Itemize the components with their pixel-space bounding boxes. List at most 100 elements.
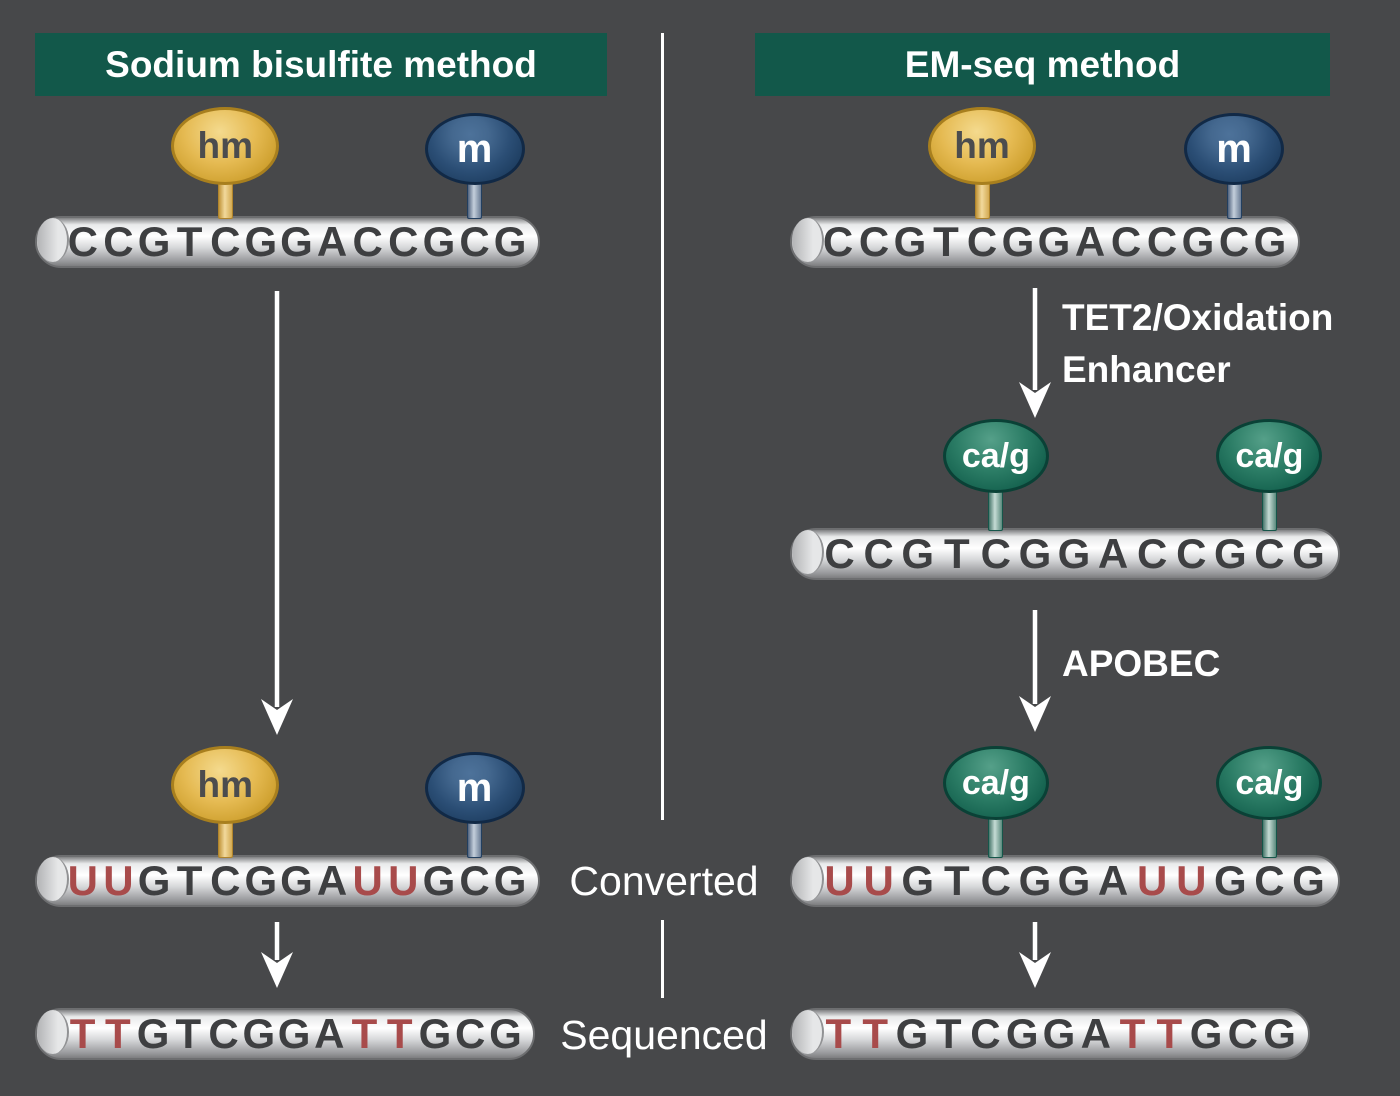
mark-stalk bbox=[1261, 487, 1277, 531]
mark-bulb: m bbox=[1184, 113, 1284, 185]
dna-letter: G bbox=[136, 1010, 170, 1057]
dna-letter: G bbox=[1189, 1010, 1223, 1057]
dna-letter: G bbox=[1213, 857, 1247, 904]
dna-strand-rod bbox=[790, 216, 1300, 268]
dna-letter: G bbox=[280, 218, 313, 265]
mark-bulb: ca/g bbox=[1216, 419, 1323, 493]
dna-letter: G bbox=[1292, 530, 1325, 577]
dna-letter: C bbox=[970, 1010, 1001, 1057]
dna-strand-end-cap bbox=[792, 857, 824, 901]
dna-letter: G bbox=[1018, 857, 1052, 904]
dna-letter: C bbox=[388, 218, 419, 265]
dna-letter: G bbox=[137, 218, 171, 265]
mark-bulb: m bbox=[424, 113, 525, 185]
dna-letter: U bbox=[388, 857, 419, 904]
mark-stalk bbox=[988, 814, 1004, 858]
dna-letter: G bbox=[242, 1010, 276, 1057]
dna-letter: A bbox=[1080, 1010, 1111, 1057]
dna-strand-rod bbox=[35, 1008, 535, 1060]
dna-letter: G bbox=[1042, 1010, 1076, 1057]
mark-bulb: ca/g bbox=[942, 746, 1049, 820]
mark-bulb: m bbox=[424, 752, 525, 824]
dna-strand-end-cap bbox=[37, 1010, 69, 1054]
dna-letter: U bbox=[863, 857, 894, 904]
dna-letter: G bbox=[422, 218, 456, 265]
dna-strand-rod bbox=[35, 855, 540, 907]
dna-letter: C bbox=[208, 1010, 239, 1057]
dna-strand-end-cap bbox=[792, 530, 824, 574]
emseq-sequencing-arrow bbox=[1019, 922, 1051, 988]
hm-mark-balloon: hm bbox=[928, 107, 1036, 219]
tet2-oxidation-label-line2: Enhancer bbox=[1062, 349, 1231, 390]
apobec-label: APOBEC bbox=[1062, 643, 1221, 684]
dna-letter: T bbox=[351, 1010, 378, 1057]
mark-label: ca/g bbox=[1235, 763, 1304, 802]
dna-letter: G bbox=[893, 218, 927, 265]
dna-letter: C bbox=[1254, 857, 1285, 904]
dna-letter: C bbox=[459, 218, 490, 265]
dna-letter: T bbox=[1119, 1010, 1146, 1057]
mark-stalk bbox=[467, 179, 483, 219]
mark-label: ca/g bbox=[1235, 436, 1304, 475]
dna-strand-rod bbox=[35, 216, 540, 268]
m-mark-balloon: m bbox=[424, 113, 525, 219]
mark-label: ca/g bbox=[961, 763, 1030, 802]
dna-letter: T bbox=[69, 1010, 96, 1057]
mark-stalk bbox=[217, 818, 233, 858]
dna-letter: G bbox=[895, 1010, 929, 1057]
hm-mark-balloon: hm bbox=[171, 746, 280, 858]
dna-letter: T bbox=[386, 1010, 413, 1057]
converted-row-label: Converted bbox=[569, 858, 759, 904]
mark-stalk bbox=[988, 487, 1004, 531]
dna-letter: G bbox=[277, 1010, 311, 1057]
dna-letter: G bbox=[137, 857, 171, 904]
dna-letter: G bbox=[1263, 1010, 1296, 1057]
dna-letter: C bbox=[863, 530, 894, 577]
dna-letter: C bbox=[459, 857, 490, 904]
dna-letter: U bbox=[824, 857, 855, 904]
dna-letter: G bbox=[1018, 530, 1052, 577]
dna-strand-end-cap bbox=[792, 1010, 824, 1054]
dna-letter: A bbox=[1074, 218, 1106, 265]
left-panel-title: Sodium bisulfite method bbox=[105, 43, 537, 85]
dna-letter: G bbox=[493, 857, 527, 904]
dna-letter: T bbox=[943, 530, 970, 577]
tet2-oxidation-arrow bbox=[1019, 288, 1051, 418]
dna-letter: G bbox=[1001, 218, 1035, 265]
dna-strand-end-cap bbox=[37, 857, 69, 901]
dna-letter: U bbox=[1136, 857, 1168, 904]
dna-letter: G bbox=[1292, 857, 1325, 904]
mark-stalk bbox=[217, 179, 233, 219]
dna-letter: G bbox=[1057, 530, 1091, 577]
dna-letter: G bbox=[489, 1010, 522, 1057]
cag-mark-balloon: ca/g bbox=[942, 419, 1049, 531]
dna-letter: G bbox=[1037, 218, 1071, 265]
dna-letter: G bbox=[1005, 1010, 1039, 1057]
cag-mark-balloon: ca/g bbox=[1216, 419, 1323, 531]
dna-letter: C bbox=[1254, 530, 1285, 577]
dna-letter: G bbox=[1181, 218, 1215, 265]
mark-bulb: ca/g bbox=[1216, 746, 1323, 820]
dna-letter: U bbox=[1176, 857, 1207, 904]
dna-letter: G bbox=[901, 857, 935, 904]
mark-label: hm bbox=[197, 125, 254, 166]
dna-letter: G bbox=[280, 857, 313, 904]
tet2-oxidation-label-line1: TET2/Oxidation bbox=[1062, 297, 1334, 338]
dna-letter: A bbox=[1097, 530, 1129, 577]
dna-strand-rod bbox=[790, 855, 1340, 907]
mark-stalk bbox=[467, 818, 483, 858]
right-panel-title: EM-seq method bbox=[904, 43, 1181, 85]
apobec-arrow bbox=[1019, 610, 1051, 732]
mark-bulb: hm bbox=[171, 107, 280, 185]
dna-letter: T bbox=[176, 857, 203, 904]
dna-letter: A bbox=[314, 1010, 345, 1057]
dna-letter: C bbox=[1146, 218, 1178, 265]
dna-strand-rod bbox=[790, 528, 1340, 580]
tet2-oxidation-label: TET2/Oxidation Enhancer bbox=[1062, 292, 1333, 396]
right-panel-header: EM-seq method bbox=[755, 33, 1330, 96]
